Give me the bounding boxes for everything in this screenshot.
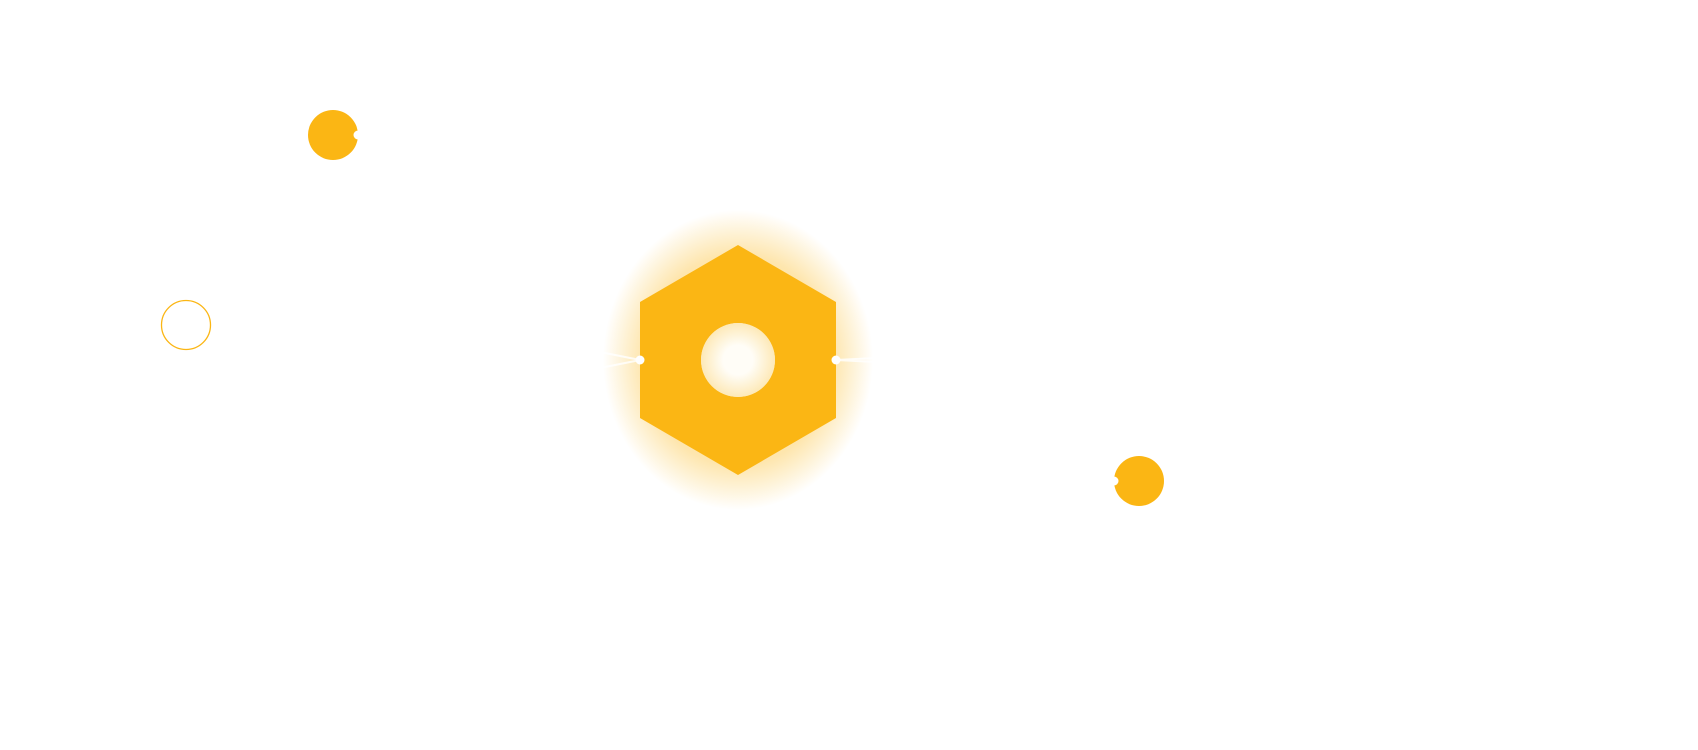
circle-node-icon [1114,456,1164,506]
circle-node-icon [308,110,358,160]
node-top-left[interactable] [308,110,363,160]
handle-left[interactable] [1109,476,1119,486]
handle-right[interactable] [353,130,363,140]
hub-node[interactable] [599,210,877,510]
circle-outline-icon [160,299,212,351]
node-bottom-right[interactable] [1109,456,1165,506]
node-left[interactable] [160,299,212,351]
hexagon-nut-icon [640,245,836,475]
handle-right[interactable] [831,355,841,365]
hub-hole [701,323,775,397]
handle-left[interactable] [635,355,645,365]
